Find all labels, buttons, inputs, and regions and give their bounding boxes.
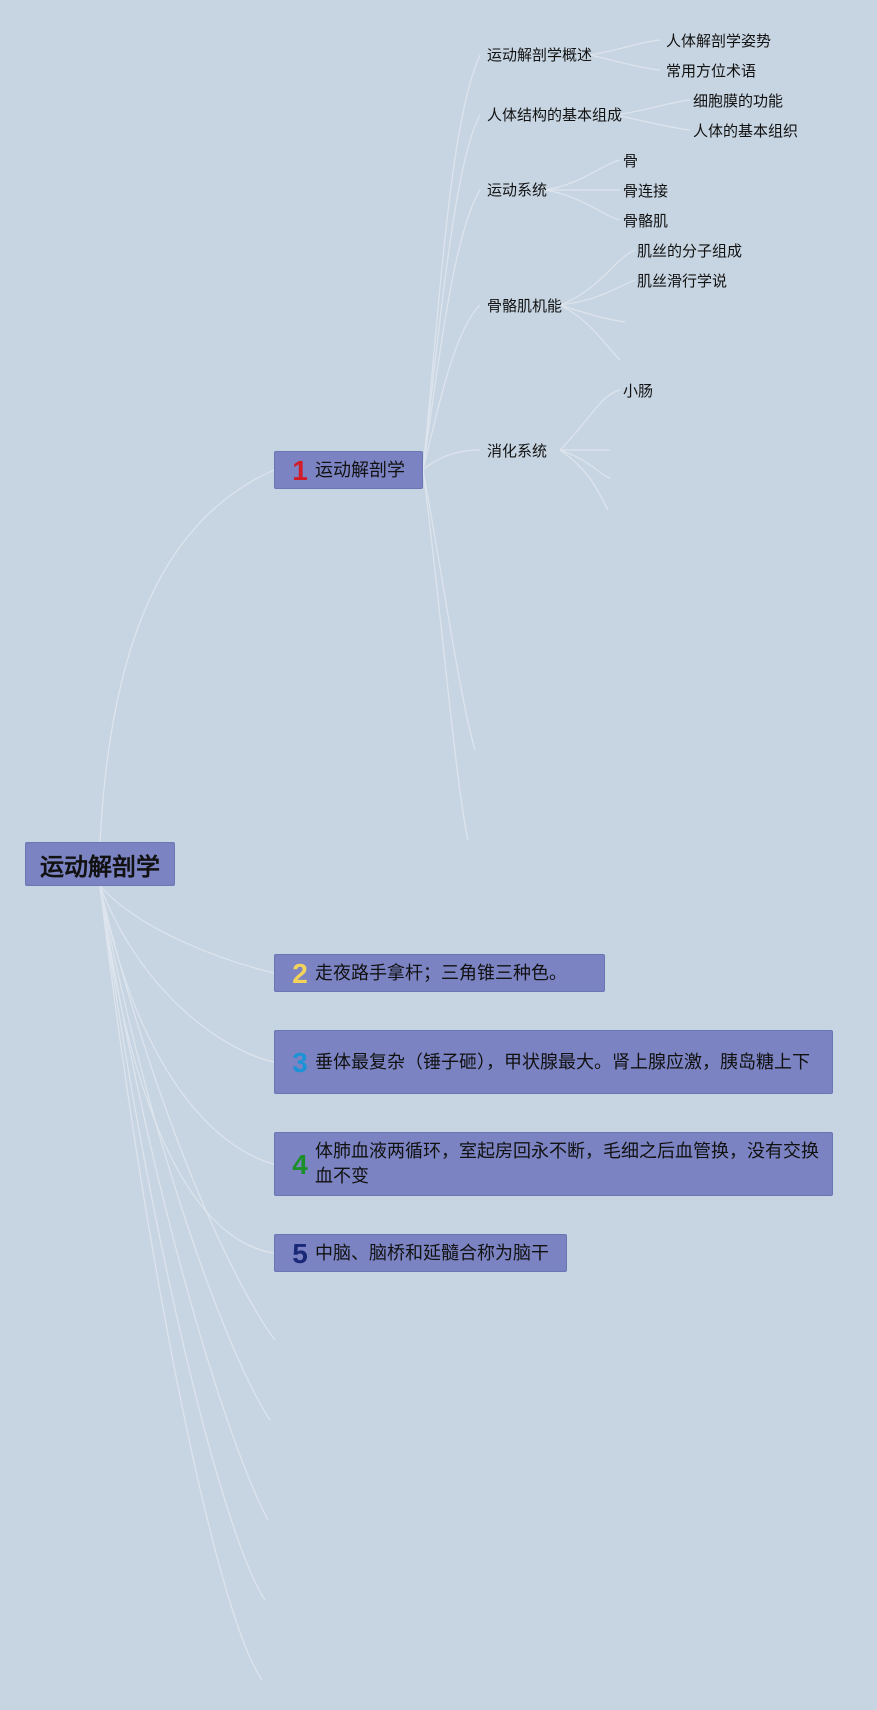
branch-text-1: 运动解剖学 bbox=[315, 459, 405, 481]
branch-text-4: 体肺血液两循环，室起房回永不断，毛细之后血管换，没有交换血不变 bbox=[315, 1141, 819, 1187]
leaf-joint[interactable]: 骨连接 bbox=[623, 182, 669, 200]
topic-body-structure[interactable]: 人体结构的基本组成 bbox=[487, 106, 623, 124]
branch-number-2: 2 bbox=[292, 957, 308, 989]
branch-node-3[interactable]: 3 垂体最复杂（锤子砸），甲状腺最大。肾上腺应激，胰岛糖上下 bbox=[274, 1030, 833, 1094]
leaf-cell-membrane[interactable]: 细胞膜的功能 bbox=[693, 92, 784, 110]
topic-skeletal-muscle-function[interactable]: 骨骼肌机能 bbox=[487, 297, 563, 315]
leaf-small-intestine[interactable]: 小肠 bbox=[623, 382, 654, 400]
leaf-directional-terms[interactable]: 常用方位术语 bbox=[666, 62, 757, 80]
leaf-basic-tissues[interactable]: 人体的基本组织 bbox=[693, 122, 799, 140]
branch-node-4[interactable]: 4 体肺血液两循环，室起房回永不断，毛细之后血管换，没有交换血不变 bbox=[274, 1132, 833, 1196]
topic-digestive-system[interactable]: 消化系统 bbox=[487, 442, 548, 460]
branch-number-5: 5 bbox=[292, 1237, 308, 1269]
branch-text-2: 走夜路手拿杆；三角锥三种色。 bbox=[315, 962, 567, 984]
leaf-anatomical-position[interactable]: 人体解剖学姿势 bbox=[666, 32, 772, 50]
branch-number-4: 4 bbox=[292, 1148, 308, 1180]
branch-node-2[interactable]: 2 走夜路手拿杆；三角锥三种色。 bbox=[274, 954, 605, 992]
root-title: 运动解剖学 bbox=[40, 852, 160, 881]
branch-node-1[interactable]: 1 运动解剖学 bbox=[274, 451, 423, 489]
leaf-myofilament-composition[interactable]: 肌丝的分子组成 bbox=[637, 242, 743, 260]
root-node[interactable]: 运动解剖学 bbox=[25, 842, 175, 886]
leaf-sliding-filament[interactable]: 肌丝滑行学说 bbox=[637, 272, 728, 290]
branch-number-1: 1 bbox=[292, 454, 308, 486]
leaf-skeletal-muscle[interactable]: 骨骼肌 bbox=[623, 212, 669, 230]
branch-number-3: 3 bbox=[292, 1046, 308, 1078]
topic-motor-system[interactable]: 运动系统 bbox=[487, 181, 548, 199]
branch-text-5: 中脑、脑桥和延髓合称为脑干 bbox=[315, 1242, 549, 1264]
leaf-bone[interactable]: 骨 bbox=[623, 152, 639, 170]
branch-node-5[interactable]: 5 中脑、脑桥和延髓合称为脑干 bbox=[274, 1234, 567, 1272]
topic-overview[interactable]: 运动解剖学概述 bbox=[487, 46, 593, 64]
branch-text-3: 垂体最复杂（锤子砸），甲状腺最大。肾上腺应激，胰岛糖上下 bbox=[315, 1051, 810, 1073]
